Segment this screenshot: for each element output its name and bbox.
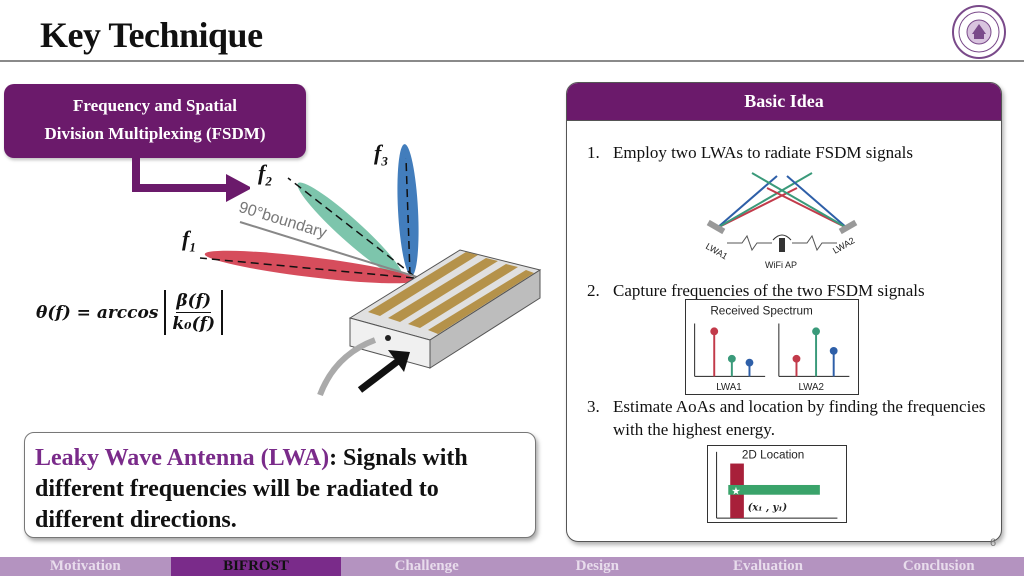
fsdm-callout-line1: Frequency and Spatial [72,96,238,115]
formula-denominator: k₀(f) [172,314,216,334]
star-icon: ★ [731,486,741,498]
formula-numerator: β(f) [176,291,212,313]
slide-title: Key Technique [40,15,263,55]
basic-idea-panel: Basic Idea 1. Employ two LWAs to radiate… [566,82,1002,542]
callout-arrow-icon [132,150,250,202]
lwa-description-box: Leaky Wave Antenna (LWA): Signals with d… [24,432,536,538]
spectrum-lwa1-label: LWA1 [716,382,742,393]
step-1: 1. Employ two LWAs to radiate FSDM signa… [587,141,913,164]
step-text: Employ two LWAs to radiate FSDM signals [613,143,913,162]
title-divider [0,60,1024,62]
angle-formula: θ(f) = arccos β(f) k₀(f) [36,290,224,335]
2d-location-figure: 2D Location ★ (x₁ , y₁) [707,445,847,523]
lwa-text: : Signals with different frequencies wil… [35,445,468,533]
step-number: 2. [587,281,600,300]
nav-item-bifrost[interactable]: BIFROST [170,557,342,576]
lwa-radiation-diagram: LWA1 LWA2 WiFi AP [704,172,858,270]
nav-item-conclusion[interactable]: Conclusion [902,558,975,574]
step-2: 2. Capture frequencies of the two FSDM s… [587,279,925,302]
fig1-lwa1-label: LWA1 [704,241,729,261]
step-number: 1. [587,143,600,162]
university-seal-icon [952,5,1006,59]
beam-f2-lobe [297,182,403,278]
received-spectrum-figure: Received Spectrum LWA1 LWA2 [685,299,859,395]
formula-fraction: β(f) k₀(f) [164,290,224,335]
nav-item-design[interactable]: Design [575,558,620,574]
nav-item-challenge[interactable]: Challenge [394,558,459,574]
freq-label-f1: f1 [182,226,196,255]
section-navbar: Motivation BIFROST Challenge Design Eval… [0,557,1024,576]
freq-label-f3: f3 [374,140,388,169]
nav-item-motivation[interactable]: Motivation [49,558,121,574]
freq-label-f2: f2 [258,160,272,189]
leaky-wave-antenna-figure [199,144,542,397]
fsdm-callout-line2: Division Multiplexing (FSDM) [44,124,266,143]
formula-lhs: θ(f) = arccos [36,302,159,323]
location-point-label: (x₁ , y₁) [748,502,787,513]
fig1-ap-label: WiFi AP [765,260,797,270]
step-text: Estimate AoAs and location by finding th… [613,397,986,439]
lwa-highlight: Leaky Wave Antenna (LWA) [35,445,330,471]
step-number: 3. [587,397,600,416]
fsdm-callout: Frequency and Spatial Division Multiplex… [4,84,306,158]
page-number: 6 [990,537,997,549]
step-3: 3. Estimate AoAs and location by finding… [587,395,1001,441]
fig1-lwa2-label: LWA2 [831,235,856,255]
spectrum-lwa2-label: LWA2 [798,382,824,393]
location-title: 2D Location [742,449,804,462]
nav-item-evaluation[interactable]: Evaluation [733,558,804,574]
step-text: Capture frequencies of the two FSDM sign… [613,281,925,300]
basic-idea-header: Basic Idea [567,83,1001,121]
beam-f1-lobe [204,250,416,284]
spectrum-title: Received Spectrum [710,305,813,318]
